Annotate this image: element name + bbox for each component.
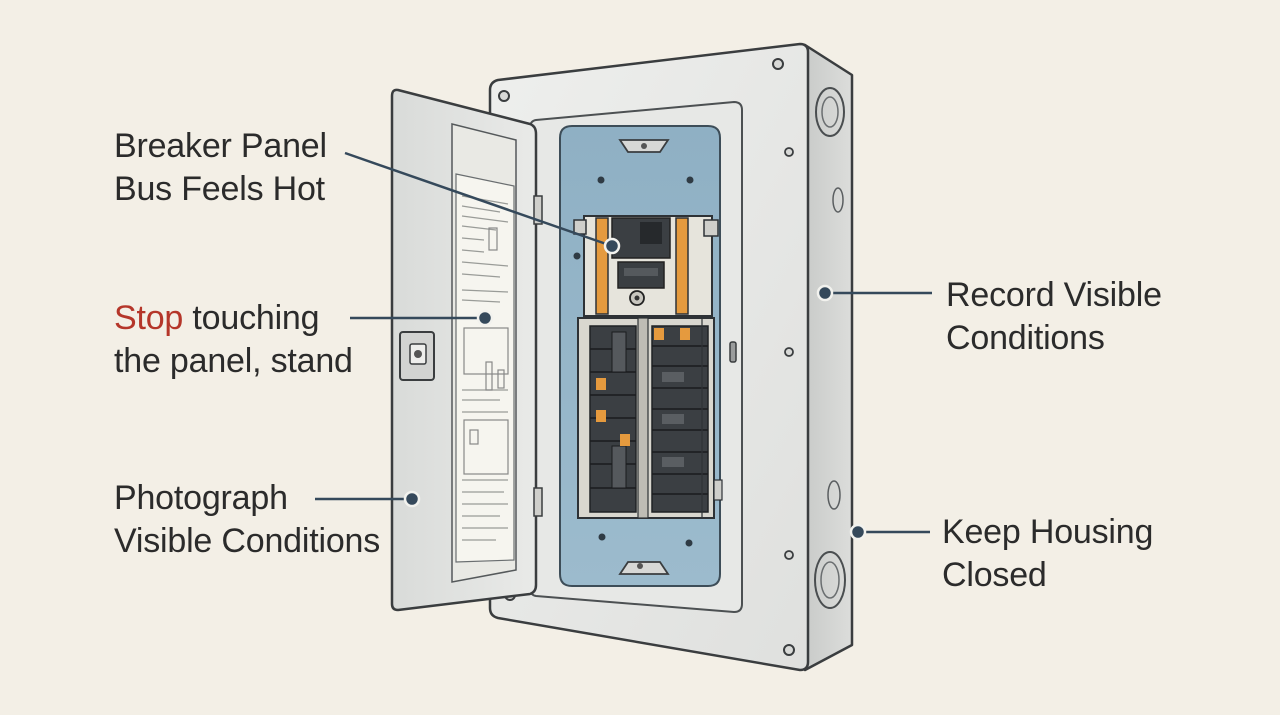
callout-keep-line1: Keep Housing xyxy=(942,513,1154,551)
callout-record-line1: Record Visible xyxy=(946,276,1162,314)
housing-side xyxy=(803,43,854,672)
callout-keep-line2: Closed xyxy=(942,556,1047,594)
callout-bus-line2: Bus Feels Hot xyxy=(114,170,325,208)
leader-record-dot xyxy=(816,284,834,302)
callout-stop-touching: Stop touching the panel, stand xyxy=(114,297,353,383)
leader-bus-hot xyxy=(344,151,613,248)
leader-photograph-dot xyxy=(403,490,421,508)
leader-stop-dot xyxy=(476,309,494,327)
breaker-columns xyxy=(577,317,723,519)
callout-record-conditions: Record Visible Conditions xyxy=(946,274,1162,360)
callout-bus-line1: Breaker Panel xyxy=(114,127,327,165)
leader-lines xyxy=(315,151,932,541)
leader-bus-hot-dot xyxy=(603,237,621,255)
callout-photo-line1: Photograph xyxy=(114,479,288,517)
callout-bus-feels-hot: Breaker Panel Bus Feels Hot xyxy=(114,125,327,211)
main-breaker-bus xyxy=(573,215,719,317)
callout-stop-line1: Stop touching xyxy=(114,297,353,340)
callout-photo-line2: Visible Conditions xyxy=(114,522,381,560)
panel-door xyxy=(390,88,543,612)
callout-stop-line1-rest: touching xyxy=(183,299,320,337)
leader-keep-closed-dot xyxy=(849,523,867,541)
callout-stop-line2: the panel, stand xyxy=(114,342,353,380)
callout-photograph: Photograph Visible Conditions xyxy=(114,477,380,563)
callout-record-line2: Conditions xyxy=(946,319,1105,357)
stop-emphasis: Stop xyxy=(114,299,184,337)
callout-keep-housing-closed: Keep Housing Closed xyxy=(942,511,1153,597)
